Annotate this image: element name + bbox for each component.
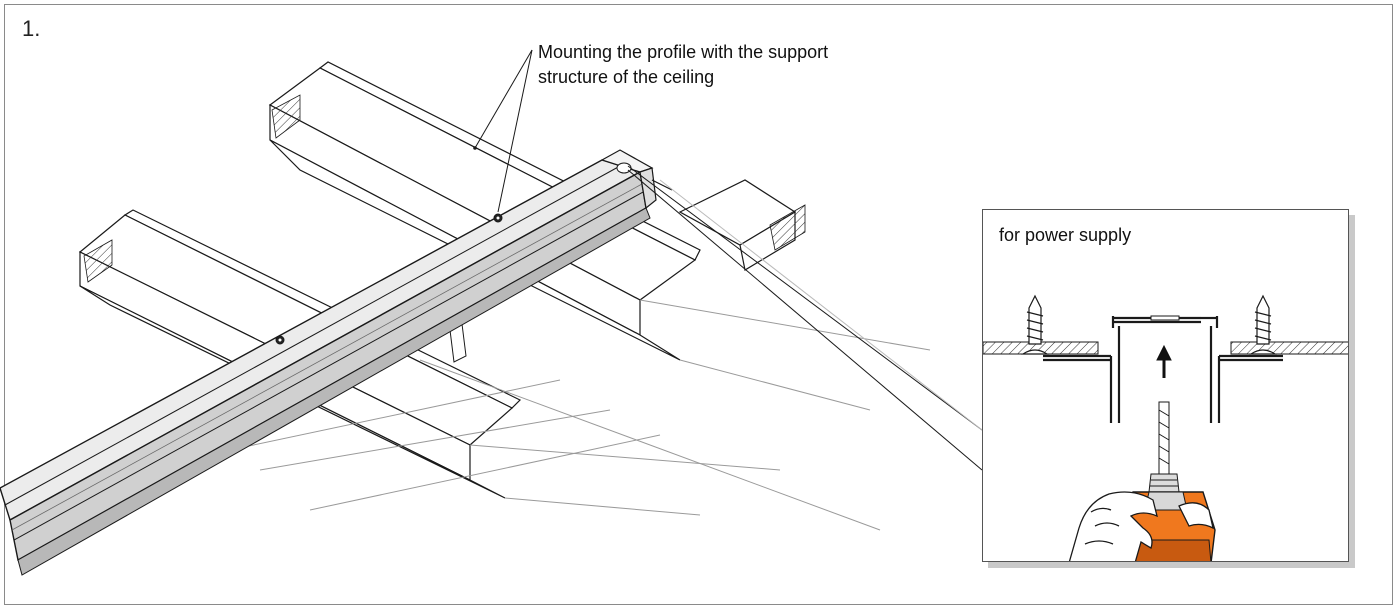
- screw-icon: [1021, 294, 1049, 355]
- ceiling-board-right: [1230, 341, 1348, 355]
- led-profile: [0, 149, 673, 576]
- profile-top-face: [0, 159, 642, 522]
- screw-icon: [1249, 294, 1277, 355]
- drill-bit: [1148, 401, 1180, 493]
- ceiling-channel-right: [678, 179, 806, 271]
- profile-bottom-edge: [17, 207, 651, 576]
- callout-leaders: [474, 49, 533, 213]
- power-supply-inset: for power supply: [982, 209, 1349, 562]
- inset-label: for power supply: [999, 225, 1132, 245]
- hand-icon: [1068, 491, 1214, 561]
- callout-line-2: structure of the ceiling: [538, 67, 715, 87]
- arrow-up-icon: [1156, 344, 1172, 378]
- diagram-frame: [4, 4, 1393, 605]
- inset-drawing: [983, 294, 1348, 561]
- ceiling-perspective-lines: [229, 299, 931, 531]
- step-number: 1.: [22, 16, 41, 41]
- mounting-callout: Mounting the profile with the support st…: [538, 40, 828, 90]
- zoom-lines: [627, 165, 983, 471]
- callout-line-1: Mounting the profile with the support: [538, 42, 829, 62]
- profile-cross-section: [1043, 316, 1283, 423]
